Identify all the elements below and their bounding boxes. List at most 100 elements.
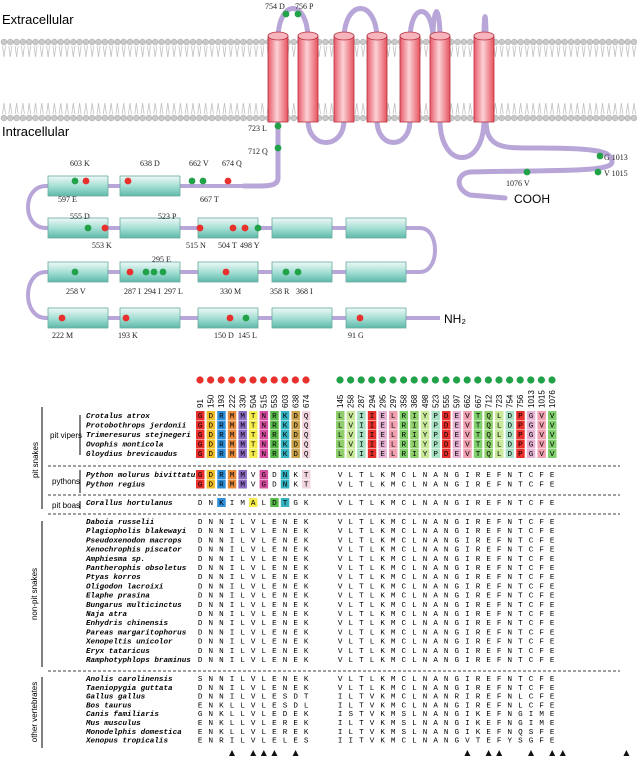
residue: L [370,685,375,693]
residue: D [198,639,203,647]
residue-highlight [548,420,557,430]
residue: I [338,720,343,728]
residue-highlight [357,420,366,430]
residue: E [272,657,277,665]
residue: R [476,639,481,647]
residue: N [423,676,428,684]
lipid-tail [235,45,239,58]
lipid-head [139,38,146,46]
residue: R [219,432,224,440]
residue: R [272,413,277,421]
residue: V [550,432,555,440]
residue: E [380,432,385,440]
residue: E [455,451,460,459]
residue: V [338,676,343,684]
residue: G [529,423,534,431]
residue: F [539,500,544,508]
residue: F [539,565,544,573]
residue: S [529,729,534,737]
residue: M [391,729,396,737]
lipid-tail [172,102,176,115]
residue: D [198,565,203,573]
residue: E [550,472,555,480]
residue: V [251,729,256,737]
lipid-tail [575,102,580,115]
site-marker-triangle [528,750,534,756]
residue-highlight [420,420,430,430]
residue: I [230,519,235,527]
residue: A [433,738,438,746]
annot-358r: 358 R [270,287,290,296]
header-green-dot [537,376,546,384]
lipid-head [391,114,398,122]
residue: G [455,472,460,480]
green-site-dot [596,152,604,160]
residue: D [293,442,298,450]
residue: K [380,519,385,527]
residue: D [209,432,214,440]
residue: E [550,528,555,536]
residue: C [402,574,407,582]
residue: E [486,482,491,490]
residue: E [550,583,555,591]
residue: N [209,519,214,527]
residue: Y [423,423,428,431]
lipid-tail [518,45,523,58]
residue: R [476,565,481,573]
residue-highlight [378,430,387,439]
header-green-dot [421,376,429,384]
residue-highlight [484,449,493,458]
residue: K [380,547,385,555]
green-site-dot [594,168,602,176]
residue: V [251,537,256,545]
tm-helix [429,35,451,123]
lipid-tail [2,102,6,115]
residue: T [359,629,364,637]
residue: V [338,528,343,536]
position-label: 638 [291,394,300,408]
lipid-head [227,114,235,122]
residue: E [486,547,491,555]
lipid-tail [606,45,611,58]
residue: N [508,519,513,527]
lipid-tail [606,102,611,115]
residue: N [219,685,224,693]
residue: L [412,694,417,702]
residue: T [359,685,364,693]
position-label: 193 [217,394,226,408]
residue: K [283,423,288,431]
residue: N [283,685,288,693]
residue: M [230,413,235,421]
lipid-head [107,114,115,122]
residue: K [283,432,288,440]
residue: F [497,611,502,619]
residue-highlight [367,430,377,439]
residue: N [283,676,288,684]
residue: N [423,602,428,610]
residue: I [465,694,470,702]
residue: L [412,537,417,545]
lipid-tail [172,45,176,58]
residue: R [476,593,481,601]
lipid-tail [512,45,517,58]
residue: D [508,442,513,450]
residue: T [251,442,256,450]
residue: A [433,711,438,719]
residue: E [380,423,385,431]
residue: T [518,537,523,545]
residue: E [455,442,460,450]
residue: E [272,738,277,746]
position-label: 712 [484,394,493,408]
residue: V [251,685,256,693]
lipid-tail [468,45,473,58]
residue: L [262,702,267,710]
residue: E [550,537,555,545]
residue-highlight [463,449,472,458]
residue: V [349,423,354,431]
annot-523p: 523 P [158,212,177,221]
residue: L [349,593,354,601]
residue: N [283,472,288,480]
red-site-dot [124,177,132,185]
site-marker-triangle [485,750,492,756]
residue: V [251,702,256,710]
